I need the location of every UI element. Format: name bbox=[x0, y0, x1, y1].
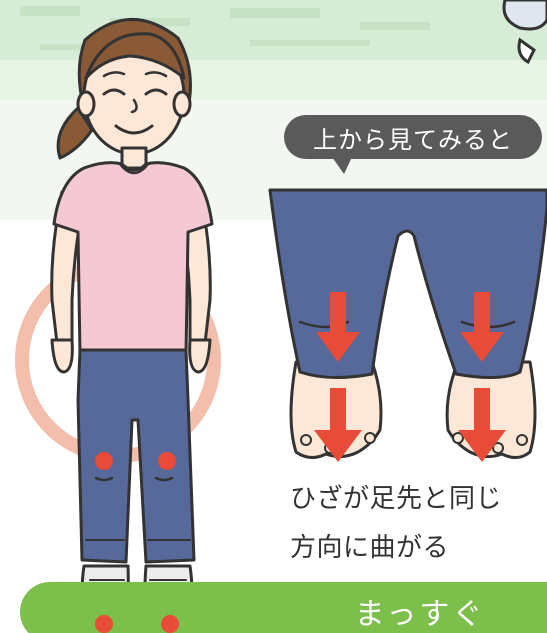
callout-bubble bbox=[284, 115, 542, 174]
knee-arrow-left bbox=[316, 292, 360, 362]
direction-arrows bbox=[314, 292, 506, 462]
caption-line-2: 方向に曲がる bbox=[290, 533, 450, 563]
woman-figure bbox=[50, 18, 214, 633]
banner-background bbox=[20, 582, 547, 633]
partial-character bbox=[502, 0, 547, 65]
banner-label: まっすぐ bbox=[354, 597, 486, 632]
toe-dot-right bbox=[161, 615, 179, 633]
toe-arrow-left bbox=[314, 388, 362, 462]
knee-dot-left bbox=[95, 452, 113, 470]
knee-arrow-right bbox=[460, 292, 504, 362]
knee-dot-right bbox=[158, 452, 176, 470]
callout-text: 上から見てみると bbox=[313, 125, 513, 154]
toe-arrow-right bbox=[458, 388, 506, 462]
caption-line-1: ひざが足先と同じ bbox=[290, 484, 503, 514]
toe-dot-left bbox=[95, 615, 113, 633]
